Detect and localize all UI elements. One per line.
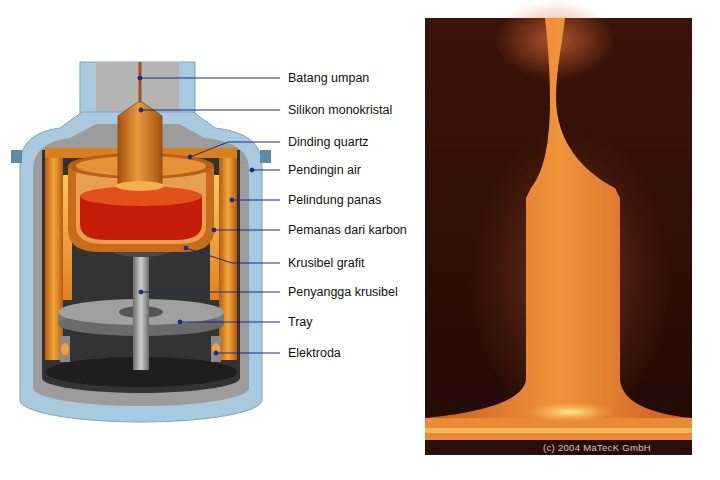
part-label: Pemanas dari karbon <box>288 222 407 238</box>
part-label: Penyangga krusibel <box>288 284 398 300</box>
leader-lines <box>138 76 280 355</box>
part-label: Pelindung panas <box>288 192 381 208</box>
part-label: Tray <box>288 314 313 330</box>
crystal-photo <box>425 0 692 455</box>
furnace <box>11 62 271 422</box>
part-label: Batang umpan <box>288 70 369 86</box>
part-label: Silikon monokristal <box>288 102 392 118</box>
part-label: Krusibel grafit <box>288 255 364 271</box>
part-label: Pendingin air <box>288 162 361 178</box>
part-label: Dinding quartz <box>288 134 369 150</box>
part-label: Elektroda <box>288 345 341 361</box>
copyright-notice: (c) 2004 MaTecK GmbH <box>543 442 651 454</box>
